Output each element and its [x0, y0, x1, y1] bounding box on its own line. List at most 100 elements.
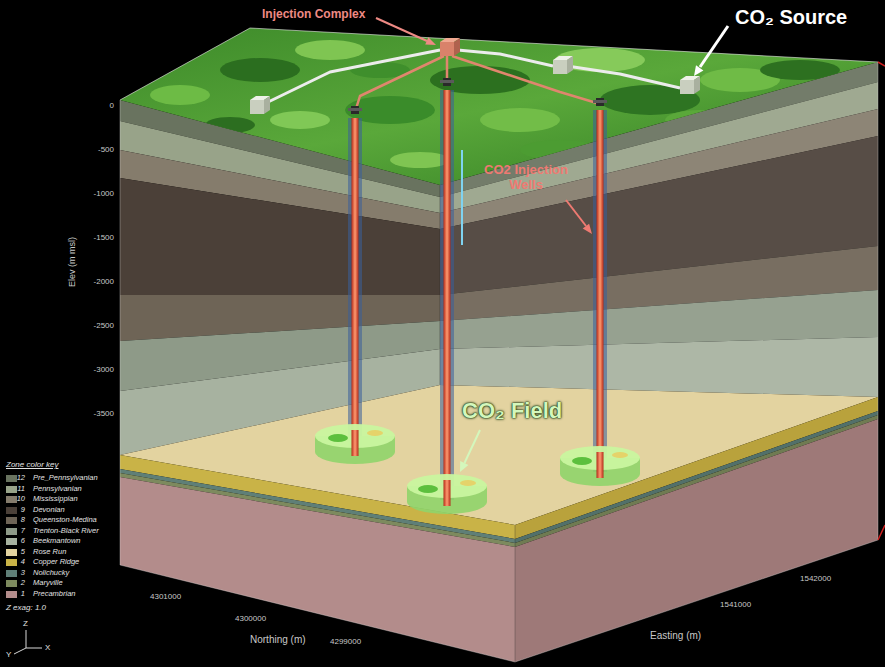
legend-entry: Mississippian [6, 495, 116, 504]
terrain-patch [520, 140, 600, 160]
injection-line [452, 56, 600, 104]
legend-entry: Devonian [6, 506, 116, 515]
facility-side [567, 56, 573, 74]
terrain-texture [150, 40, 850, 168]
plume-patch [612, 452, 628, 458]
plume-patch [418, 485, 438, 493]
rock-layer [120, 178, 440, 295]
axis-tick: 4300000 [235, 614, 266, 623]
legend-swatch [6, 538, 17, 545]
well-pipe [597, 452, 604, 478]
legend-swatch [6, 591, 17, 598]
arrow-head [460, 461, 468, 472]
axis-letter: X [45, 643, 50, 652]
legend-entry: Precambrian [6, 590, 116, 599]
axis-tick: 1542000 [800, 574, 831, 583]
axis-title: Easting (m) [650, 630, 701, 642]
co2-pipeline [447, 49, 553, 66]
legend-entry: Beekmantown [6, 537, 116, 546]
legend-entry: Queenston-Medina [6, 516, 116, 525]
axis-line [14, 648, 26, 654]
axis-tick: -1500 [84, 233, 114, 242]
axis-tick: 1541000 [720, 600, 751, 609]
wall-shade [440, 62, 878, 397]
well-pipe [352, 118, 359, 448]
axis-line [26, 630, 27, 648]
well-pipe [444, 480, 451, 506]
callout-label: Injection Complex [262, 8, 365, 22]
axis-tick: 0 [84, 101, 114, 110]
terrain-patch [790, 87, 850, 103]
terrain-patch [220, 58, 300, 82]
legend-text: Pre_Pennsylvanian [33, 474, 98, 483]
terrain-patch [760, 60, 840, 80]
legend-text: Devonian [33, 506, 65, 515]
note: Z exag: 1.0 [6, 603, 46, 612]
terrain-patch [205, 117, 255, 133]
terrain-patch [665, 110, 735, 130]
well-casing [593, 110, 607, 472]
edge-line [515, 525, 516, 662]
outline-edges [120, 28, 885, 662]
facility-side [454, 38, 460, 56]
frame-line [878, 62, 885, 66]
co2-pipeline [264, 50, 440, 104]
leader-line [465, 430, 481, 463]
leader-line [566, 200, 586, 226]
axis-tick: -2500 [84, 321, 114, 330]
legend-swatch [6, 475, 17, 482]
facility-box [553, 60, 567, 74]
well-casing [348, 118, 362, 448]
legend-entry: Maryville [6, 579, 116, 588]
terrain-patch [295, 40, 365, 60]
plume-patch [328, 434, 348, 442]
wellhead [348, 108, 362, 111]
axis-tick: 4301000 [150, 592, 181, 601]
frame-line [878, 525, 885, 540]
legend-text: Nolichucky [33, 569, 69, 578]
axis-tick: -1000 [84, 189, 114, 198]
leader-line [376, 18, 427, 41]
axis-triad [14, 630, 42, 654]
terrain [120, 28, 878, 185]
basement-face [515, 419, 878, 662]
well-pipe [352, 430, 359, 456]
axis-title: Northing (m) [250, 634, 306, 646]
axis-tick: -3500 [84, 409, 114, 418]
axis-title: Elev (m msl) [67, 237, 77, 287]
well-pipe [597, 110, 604, 472]
legend-text: Rose Run [33, 548, 66, 557]
basement-face [120, 477, 515, 662]
arrow-head [425, 37, 436, 45]
legend-swatch [6, 570, 17, 577]
legend-swatch [6, 517, 17, 524]
axis-tick: -3000 [84, 365, 114, 374]
legend-swatch [6, 580, 17, 587]
facility-side [264, 96, 270, 114]
injection-complex-box [440, 42, 454, 56]
co2-pipeline [567, 66, 680, 88]
edge-line [120, 28, 878, 100]
legend-title: Zone color key [6, 460, 58, 469]
edge-line [120, 62, 878, 662]
plume-patch [367, 430, 383, 436]
legend-text: Pennsylvanian [33, 485, 82, 494]
legend-swatch [6, 559, 17, 566]
pipelines [264, 49, 680, 112]
well-pipe [444, 90, 451, 500]
legend-swatch [6, 549, 17, 556]
axis-letter: Y [6, 650, 11, 659]
legend-swatch [6, 507, 17, 514]
facility-box [250, 100, 264, 114]
ground-surface [120, 28, 878, 185]
legend-text: Trenton-Black River [33, 527, 99, 536]
legend-text: Beekmantown [33, 537, 81, 546]
axis-tick: -500 [84, 145, 114, 154]
axis-tick: 4299000 [330, 637, 361, 646]
legend-entry: Pre_Pennsylvanian [6, 474, 116, 483]
leader-line [700, 26, 728, 67]
legend-text: Maryville [33, 579, 63, 588]
legend-text: Mississippian [33, 495, 78, 504]
legend-entry: Copper Ridge [6, 558, 116, 567]
